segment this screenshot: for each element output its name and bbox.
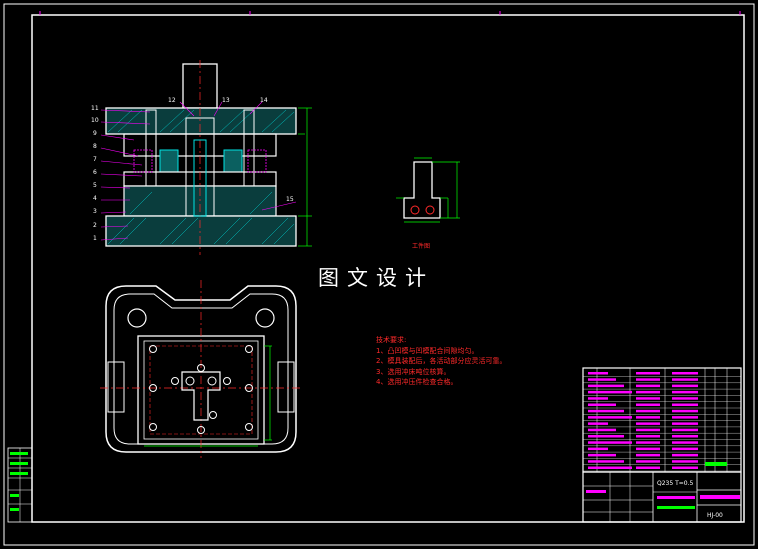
part-number-callout: 8 (93, 143, 97, 150)
part-number-callout: 4 (93, 195, 97, 202)
part-number-callout: 2 (93, 222, 97, 229)
inner-frame (31, 14, 745, 523)
notes-heading: 技术要求: (376, 336, 407, 344)
plan-view (100, 280, 300, 458)
part-number-callout: 3 (93, 208, 97, 215)
material-spec: Q235 T=0.5 (657, 480, 694, 487)
note-item: 4、选用冲压件检查合格。 (376, 378, 458, 386)
drawing-number: HJ-00 (707, 512, 723, 519)
part-number-callout: 9 (93, 130, 97, 137)
part-number-callout: 11 (91, 105, 99, 112)
outer-border (3, 3, 755, 546)
part-number-callout: 5 (93, 182, 97, 189)
watermark-text: 图文设计 (318, 266, 434, 290)
title-block (582, 471, 742, 523)
part-number-callout: 14 (260, 97, 268, 104)
bom-table (582, 367, 742, 473)
front-section-view (100, 60, 312, 255)
part-number-callout: 13 (222, 97, 230, 104)
left-revision-strip (7, 447, 33, 523)
part-number-callout: 6 (93, 169, 97, 176)
part-drawing-label: 工件图 (412, 243, 431, 250)
top-ticks (39, 11, 741, 15)
note-item: 3、选用冲床吨位核算。 (376, 367, 451, 376)
note-item: 2、模具装配后，各活动部分应灵活可靠。 (376, 357, 507, 365)
part-drawing (396, 157, 460, 223)
part-number-callout: 1 (93, 235, 97, 242)
part-number-callout: 10 (91, 117, 99, 124)
technical-requirements: 技术要求: 1、凸凹模与凹模配合间隙均匀。 2、模具装配后，各活动部分应灵活可靠… (376, 335, 506, 388)
part-number-callout: 12 (168, 97, 176, 104)
note-item: 1、凸凹模与凹模配合间隙均匀。 (376, 346, 479, 355)
part-number-callout: 15 (286, 196, 294, 203)
part-number-callout: 7 (93, 156, 97, 163)
